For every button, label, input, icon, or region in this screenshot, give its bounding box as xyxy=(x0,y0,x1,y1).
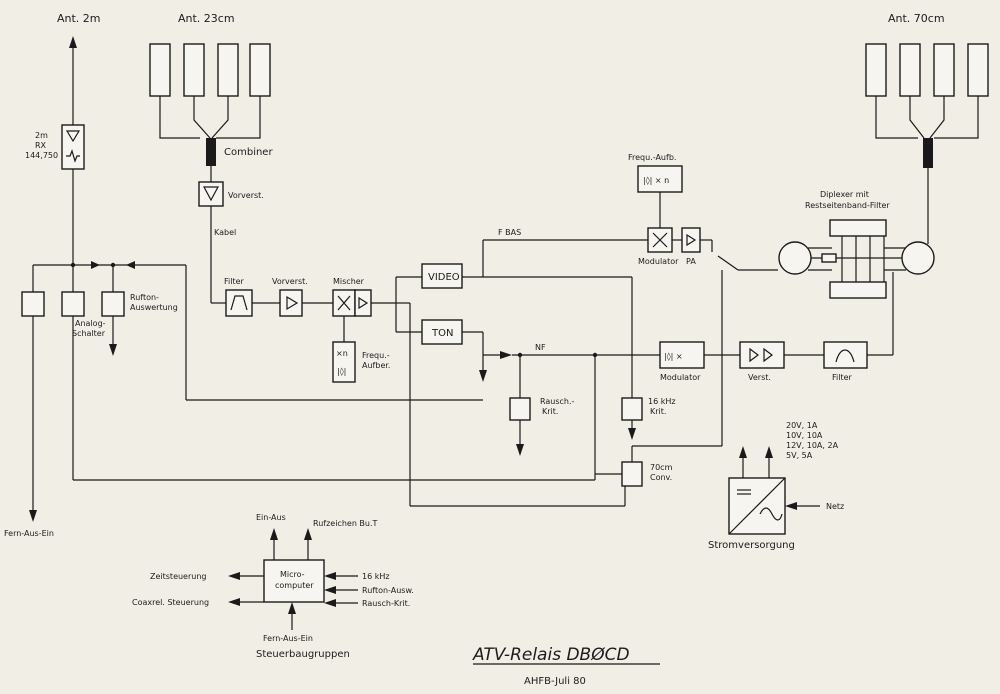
filter-70-block xyxy=(823,341,868,369)
diagram-title: ATV-Relais DBØCD xyxy=(472,645,630,665)
modulator-audio-block: |◊| × xyxy=(659,341,705,369)
combiner-label: Combiner xyxy=(224,147,273,158)
ton-label: TON xyxy=(431,328,453,339)
rx-2m-label-1: 2m xyxy=(35,131,48,140)
analog-label-2: Schalter xyxy=(72,329,106,338)
svg-text:|◊| ×: |◊| × xyxy=(664,352,683,361)
modulator-video-label: Modulator xyxy=(638,257,679,266)
khz16-label-2: Krit. xyxy=(650,407,666,416)
vorverst-mid-block xyxy=(279,289,303,317)
fern-aus-ein-label: Fern-Aus-Ein xyxy=(4,529,54,538)
fbas-label: F BAS xyxy=(498,228,521,237)
steuerbaugruppen-label: Steuerbaugruppen xyxy=(256,649,350,660)
filter-23-block xyxy=(225,289,253,317)
mischer-block xyxy=(332,289,372,317)
rausch-krit-label-1: Rausch.- xyxy=(540,397,575,406)
rufton-ausw-label: Rufton-Ausw. xyxy=(362,586,414,595)
pa-block xyxy=(681,227,701,253)
frequ-aufber-block: ×n |◊| xyxy=(332,341,356,383)
rausch-krit-in-label: Rausch-Krit. xyxy=(362,599,410,608)
diplexer-label-1: Diplexer mit xyxy=(820,190,869,199)
rufton-label-1: Rufton- xyxy=(130,293,159,302)
power-output-2: 10V, 10A xyxy=(786,431,823,440)
vorverst-top-block xyxy=(198,181,224,207)
khz16-krit-block xyxy=(621,397,643,440)
bus-2m xyxy=(32,261,483,401)
micro-label-2: computer xyxy=(275,581,314,590)
nf-path xyxy=(462,331,660,480)
rx-2m-label-2: RX xyxy=(35,141,47,150)
conv-label-2: Conv. xyxy=(650,473,672,482)
khz16-label-1: 16 kHz xyxy=(648,397,676,406)
ant-23cm-label: Ant. 23cm xyxy=(178,12,235,25)
analog-label-1: Analog- xyxy=(75,319,106,328)
zeitsteuerung-label: Zeitsteuerung xyxy=(150,572,207,581)
frequ-aufb-block: |◊| × n xyxy=(637,165,683,228)
microcomputer-block xyxy=(228,528,358,630)
ton-block xyxy=(421,319,463,345)
fbas-path xyxy=(462,239,648,398)
kabel-label: Kabel xyxy=(214,228,236,237)
verst-label: Verst. xyxy=(748,373,771,382)
ein-aus-label: Ein-Aus xyxy=(256,513,286,522)
fern-block xyxy=(21,291,45,317)
antenna-23cm xyxy=(149,43,271,166)
modulator-audio-label: Modulator xyxy=(660,373,701,382)
ant-70cm-label: Ant. 70cm xyxy=(888,12,945,25)
frequ-aufb-label: Frequ.-Aufb. xyxy=(628,153,676,162)
diplexer-block xyxy=(778,168,935,356)
rufton-block xyxy=(101,265,125,356)
ant-2m-arrow xyxy=(69,36,77,125)
pa-label: PA xyxy=(686,257,696,266)
svg-text:×n: ×n xyxy=(336,349,348,358)
ant-2m-label: Ant. 2m xyxy=(57,12,101,25)
conv-label-1: 70cm xyxy=(650,463,673,472)
nf-label: NF xyxy=(535,343,546,352)
power-output-4: 5V, 5A xyxy=(786,451,813,460)
khz16-in-label: 16 kHz xyxy=(362,572,390,581)
rx-2m-block xyxy=(61,124,85,170)
video-label: VIDEO xyxy=(428,272,460,283)
vorverst-mid-label: Vorverst. xyxy=(272,277,308,286)
diplexer-label-2: Restseitenband-Filter xyxy=(805,201,890,210)
filter-70-label: Filter xyxy=(832,373,853,382)
micro-label-1: Micro- xyxy=(280,570,305,579)
rufzeichen-label: Rufzeichen Bu.T xyxy=(313,519,378,528)
diagram-subtitle: AHFB-Juli 80 xyxy=(524,676,586,687)
rufton-label-2: Auswertung xyxy=(130,303,178,312)
antenna-70cm xyxy=(865,43,989,168)
coaxrel-label: Coaxrel. Steuerung xyxy=(132,598,209,607)
power-supply-block xyxy=(728,446,820,535)
rausch-krit-block xyxy=(509,397,531,456)
netz-label: Netz xyxy=(826,502,844,511)
coax-switch xyxy=(700,239,778,280)
frequ-aufber-label-2: Aufber. xyxy=(362,361,390,370)
video-block xyxy=(421,263,463,289)
fern-arrow xyxy=(29,316,37,522)
modulator-video-block xyxy=(647,227,673,253)
rausch-krit-label-2: Krit. xyxy=(542,407,558,416)
fern-aus-ein-bottom-label: Fern-Aus-Ein xyxy=(263,634,313,643)
filter-23-label: Filter xyxy=(224,277,245,286)
power-supply-label: Stromversorgung xyxy=(708,540,795,551)
svg-text:|◊| × n: |◊| × n xyxy=(643,176,669,185)
analog-switch-block xyxy=(61,291,85,317)
vorverst-top-label: Vorverst. xyxy=(228,191,264,200)
frequ-aufber-label-1: Frequ.- xyxy=(362,351,390,360)
power-output-1: 20V, 1A xyxy=(786,421,818,430)
rx-2m-label-3: 144,750 xyxy=(25,151,58,160)
verst-block xyxy=(739,341,785,369)
split-video-ton xyxy=(371,276,625,507)
conv-70cm-block xyxy=(595,280,723,506)
power-output-3: 12V, 10A, 2A xyxy=(786,441,839,450)
mischer-label: Mischer xyxy=(333,277,365,286)
svg-text:|◊|: |◊| xyxy=(337,367,346,376)
